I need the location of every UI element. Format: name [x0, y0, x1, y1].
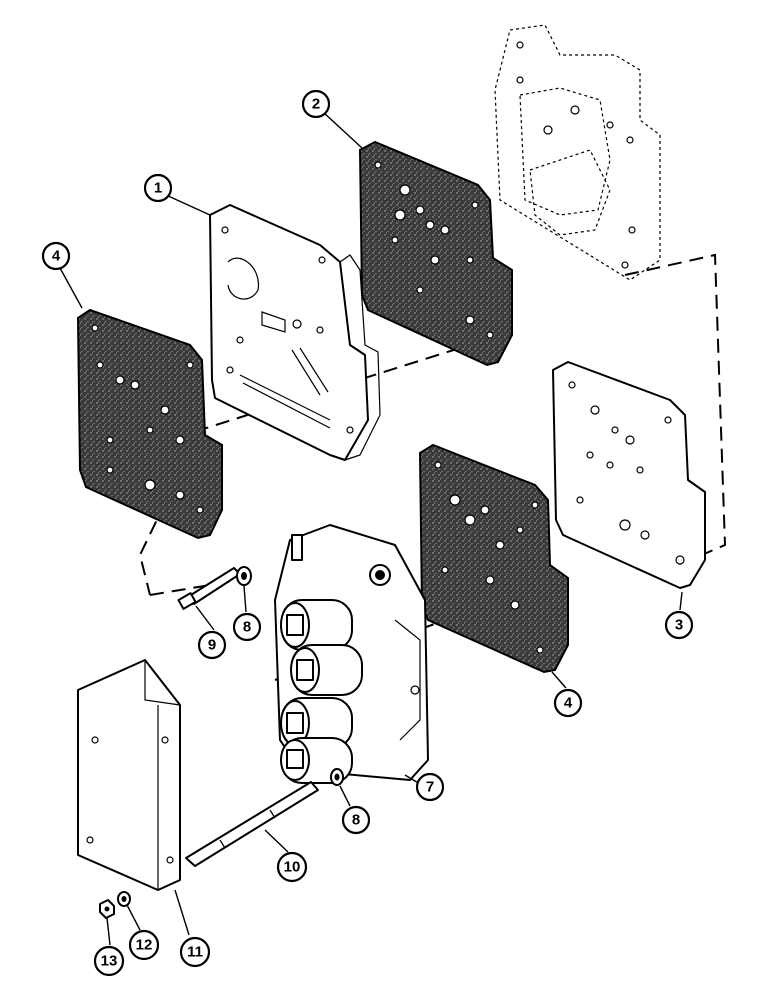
gasket-left	[76, 308, 223, 540]
svg-text:2: 2	[312, 96, 320, 113]
washer-lower	[330, 768, 344, 786]
cover-bracket	[77, 659, 181, 891]
callout-7: 7	[415, 772, 445, 802]
gasket-top	[358, 140, 513, 367]
callout-9: 9	[197, 630, 227, 660]
svg-text:9: 9	[208, 637, 216, 654]
gasket-right	[418, 443, 569, 674]
solenoid-1	[280, 599, 353, 651]
callout-13: 13	[93, 945, 125, 977]
svg-text:4: 4	[564, 695, 573, 712]
svg-text:10: 10	[284, 859, 301, 876]
callout-4-right: 4	[553, 688, 583, 718]
leader-lines	[59, 111, 683, 946]
valve-body-assembly	[274, 524, 429, 784]
callout-4-left: 4	[41, 241, 71, 271]
callout-8-upper: 8	[232, 612, 262, 642]
svg-text:11: 11	[187, 944, 203, 961]
washer-upper	[236, 566, 252, 586]
separator-plate	[209, 204, 381, 461]
solenoid-2	[290, 644, 363, 696]
callout-12: 12	[128, 929, 160, 961]
callout-3: 3	[664, 610, 694, 640]
svg-text:3: 3	[675, 617, 683, 634]
svg-text:8: 8	[352, 812, 360, 829]
housing-outline	[494, 24, 661, 281]
callout-11: 11	[179, 936, 211, 968]
nut-13	[99, 899, 115, 919]
svg-text:13: 13	[101, 953, 118, 970]
callout-1: 1	[143, 173, 173, 203]
solenoid-3	[280, 697, 353, 749]
bolt	[177, 567, 241, 610]
callout-10: 10	[276, 851, 308, 883]
callout-8-lower: 8	[341, 805, 371, 835]
svg-text:12: 12	[136, 937, 153, 954]
svg-text:8: 8	[243, 619, 251, 636]
svg-text:1: 1	[154, 180, 162, 197]
svg-text:4: 4	[52, 248, 61, 265]
callout-2: 2	[301, 89, 331, 119]
plate-right	[552, 361, 706, 589]
stud	[185, 781, 319, 867]
svg-text:7: 7	[426, 779, 434, 796]
washer-12	[117, 891, 131, 907]
